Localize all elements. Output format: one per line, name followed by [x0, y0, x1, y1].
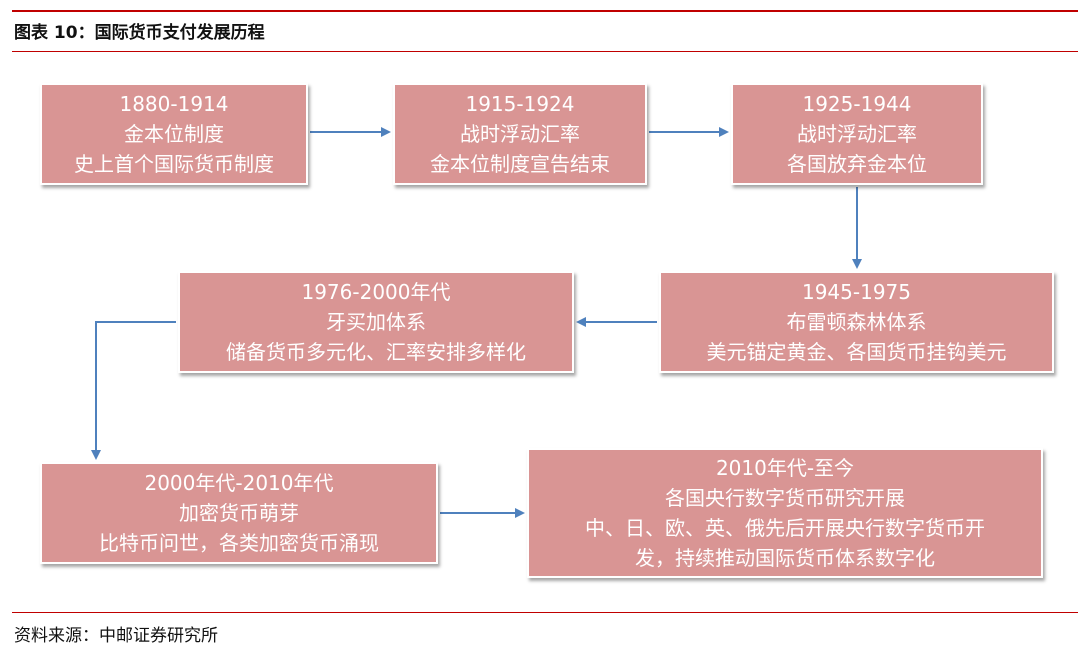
stage-system: 战时浮动汇率 [797, 122, 917, 146]
stage-period: 2000年代-2010年代 [144, 471, 334, 495]
stage-description: 储备货币多元化、汇率安排多样化 [226, 340, 526, 364]
stage-period: 2010年代-至今 [715, 456, 855, 480]
stage-system: 布雷顿森林体系 [786, 310, 927, 334]
stage-box-2010s-present: 2010年代-至今 各国央行数字货币研究开展 中、日、欧、英、俄先后开展央行数字… [527, 448, 1043, 578]
stage-description: 比特币问世，各类加密货币涌现 [99, 531, 379, 555]
stage-box-1915-1924: 1915-1924 战时浮动汇率 金本位制度宣告结束 [393, 83, 647, 185]
page-title: 图表 10：国际货币支付发展历程 [14, 23, 265, 43]
stage-box-2000s-2010s: 2000年代-2010年代 加密货币萌芽 比特币问世，各类加密货币涌现 [40, 462, 438, 564]
stage-system: 加密货币萌芽 [179, 501, 299, 525]
stage-description-continued: 发，持续推动国际货币体系数字化 [635, 546, 935, 570]
stage-box-1925-1944: 1925-1944 战时浮动汇率 各国放弃金本位 [731, 83, 983, 185]
stage-description: 各国放弃金本位 [787, 152, 927, 176]
stage-system: 各国央行数字货币研究开展 [665, 486, 905, 510]
stage-description: 史上首个国际货币制度 [74, 152, 274, 176]
stage-description: 中、日、欧、英、俄先后开展央行数字货币开 [585, 516, 985, 540]
stage-box-1976-2000s: 1976-2000年代 牙买加体系 储备货币多元化、汇率安排多样化 [178, 271, 574, 373]
stage-box-1945-1975: 1945-1975 布雷顿森林体系 美元锚定黄金、各国货币挂钩美元 [659, 271, 1054, 373]
stage-period: 1880-1914 [119, 92, 229, 116]
stage-system: 牙买加体系 [326, 310, 426, 334]
stage-period: 1945-1975 [801, 280, 911, 304]
stage-period: 1915-1924 [465, 92, 575, 116]
footer-divider [12, 612, 1078, 613]
header-divider [12, 51, 1078, 52]
top-rule [12, 10, 1078, 12]
stage-box-1880-1914: 1880-1914 金本位制度 史上首个国际货币制度 [40, 83, 308, 185]
stage-system: 战时浮动汇率 [460, 122, 580, 146]
stage-system: 金本位制度 [124, 122, 224, 146]
stage-description: 金本位制度宣告结束 [430, 152, 610, 176]
stage-description: 美元锚定黄金、各国货币挂钩美元 [706, 340, 1007, 364]
arrow-5-to-6 [91, 321, 176, 460]
source-note: 资料来源：中邮证券研究所 [14, 626, 218, 646]
stage-period: 1925-1944 [802, 92, 912, 116]
stage-period: 1976-2000年代 [301, 280, 451, 304]
